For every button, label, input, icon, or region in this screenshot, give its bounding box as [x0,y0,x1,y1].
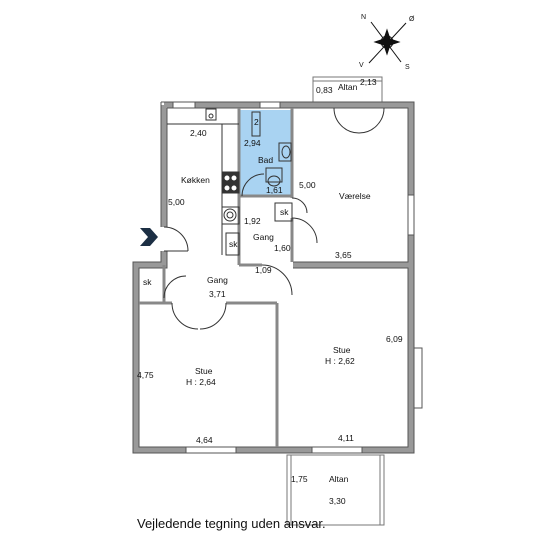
living-right-depth: 6,09 [386,334,403,344]
living-left-depth: 4,75 [137,370,154,380]
closets [225,202,293,256]
bath-dim-2: 2 [254,117,259,127]
balcony-top-width: 0,83 [316,85,333,95]
kitchen-width: 2,40 [190,128,207,138]
hall-name: Gang [207,275,228,285]
kitchen-name: Køkken [181,175,210,185]
living-right-height: H : 2,62 [325,356,355,366]
compass-east: Ø [409,16,415,23]
bath-fixtures [241,111,292,197]
balcony-bottom-name: Altan [329,474,349,484]
hall-inner-length: 1,60 [274,243,291,253]
compass-rose [368,21,407,64]
compass-south: S [405,64,410,71]
entrance-arrow-icon [140,228,158,246]
hall-inner-width: 1,92 [244,216,261,226]
balcony-top-name: Altan [338,82,358,92]
bath-width: 2,94 [244,138,261,148]
compass-north: N [361,14,366,21]
balcony-bottom-width: 3,30 [329,496,346,506]
living-left-width: 4,64 [196,435,213,445]
kitchen-fixtures [167,108,240,256]
closet-kitchen: sk [229,239,238,249]
balcony-top [312,76,383,103]
balcony-top-length: 2,13 [360,77,377,87]
living-right-name: Stue [333,345,351,355]
compass-west: V [359,62,364,69]
bedroom-length: 5,00 [299,180,316,190]
living-left-name: Stue [195,366,213,376]
balcony-bottom-depth: 1,75 [291,474,308,484]
living-left-height: H : 2,64 [186,377,216,387]
bedroom-width: 3,65 [335,250,352,260]
closet-upper: sk [280,207,289,217]
bath-name: Bad [258,155,273,165]
bath-length: 1,61 [266,185,283,195]
balcony-bottom [286,454,385,526]
kitchen-length: 5,00 [168,197,185,207]
doors [163,107,385,330]
bedroom-name: Værelse [339,191,371,201]
closet-hall: sk [143,277,152,287]
windows [172,101,423,454]
hall-width: 3,71 [209,289,226,299]
living-right-width: 4,11 [338,433,354,443]
hall-inner-name: Gang [253,232,274,242]
disclaimer-text: Vejledende tegning uden ansvar. [137,516,326,531]
hall-door-width: 1,09 [255,265,272,275]
